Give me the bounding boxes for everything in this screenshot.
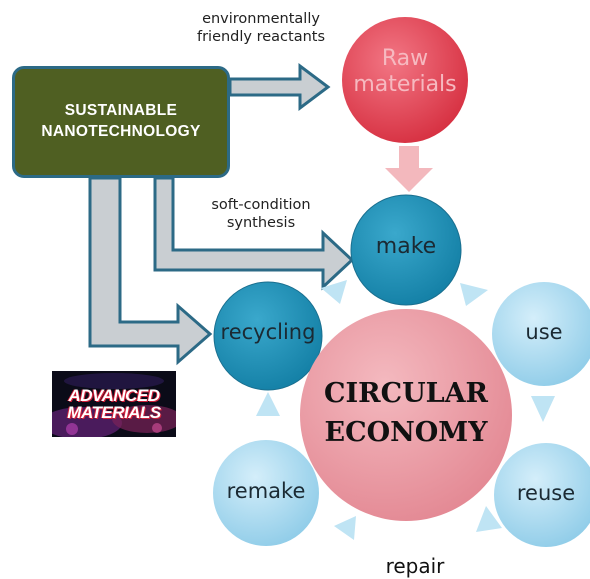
nanotechnology-label: NANOTECHNOLOGY — [41, 123, 201, 140]
raw-line2: materials — [353, 72, 457, 98]
synthesis-line1: soft-condition — [211, 197, 311, 213]
circular-economy-label: CIRCULAR ECONOMY — [306, 374, 506, 452]
raw-line1: Raw — [381, 46, 429, 71]
reuse-node — [494, 443, 590, 547]
sustainable-label: SUSTAINABLE — [64, 102, 178, 120]
cycle-arrow-repair-to-remake — [334, 516, 356, 540]
journal-line2: MATERIALS — [67, 403, 161, 422]
reactants-line2: friendly reactants — [196, 29, 326, 46]
circular-line1: CIRCULAR — [324, 378, 488, 409]
synthesis-line2: synthesis — [226, 215, 296, 232]
cycle-arrow-use-to-reuse — [531, 396, 555, 422]
journal-cover-art — [52, 371, 176, 437]
make-label: make — [375, 234, 437, 259]
raw-materials-label: Raw materials — [345, 46, 465, 99]
remake-node — [213, 440, 319, 546]
remake-label: remake — [226, 479, 306, 503]
arrow-raw-to-make — [385, 146, 433, 192]
raw-materials-node — [342, 17, 468, 143]
recycling-label: recycling — [220, 320, 316, 344]
repair-label: repair — [385, 554, 445, 578]
cycle-arrow-reuse-to-repair — [476, 506, 502, 532]
sustainable-nanotechnology-box: SUSTAINABLE NANOTECHNOLOGY — [12, 66, 230, 178]
cycle-arrow-remake-to-recycling — [256, 392, 280, 416]
cycle-arrow-recycling-to-make — [321, 280, 347, 304]
reactants-line1: environmentally — [202, 11, 320, 27]
advanced-materials-logo: ADVANCED MATERIALS — [52, 371, 176, 437]
arrow-to-make — [153, 176, 355, 291]
reactants-label: environmentally friendly reactants — [186, 10, 336, 46]
economy-line2: ECONOMY — [324, 417, 488, 449]
synthesis-label: soft-condition synthesis — [186, 196, 336, 232]
use-label: use — [525, 320, 563, 344]
cycle-arrow-make-to-use — [460, 283, 488, 306]
arrow-to-raw-materials — [228, 63, 331, 111]
recycling-node — [213, 281, 323, 391]
arrow-to-recycling — [88, 176, 213, 366]
reuse-label: reuse — [516, 481, 576, 505]
use-node — [492, 282, 590, 386]
circular-economy-node — [300, 309, 512, 521]
make-node — [350, 194, 462, 306]
journal-line1: ADVANCED — [68, 386, 160, 405]
